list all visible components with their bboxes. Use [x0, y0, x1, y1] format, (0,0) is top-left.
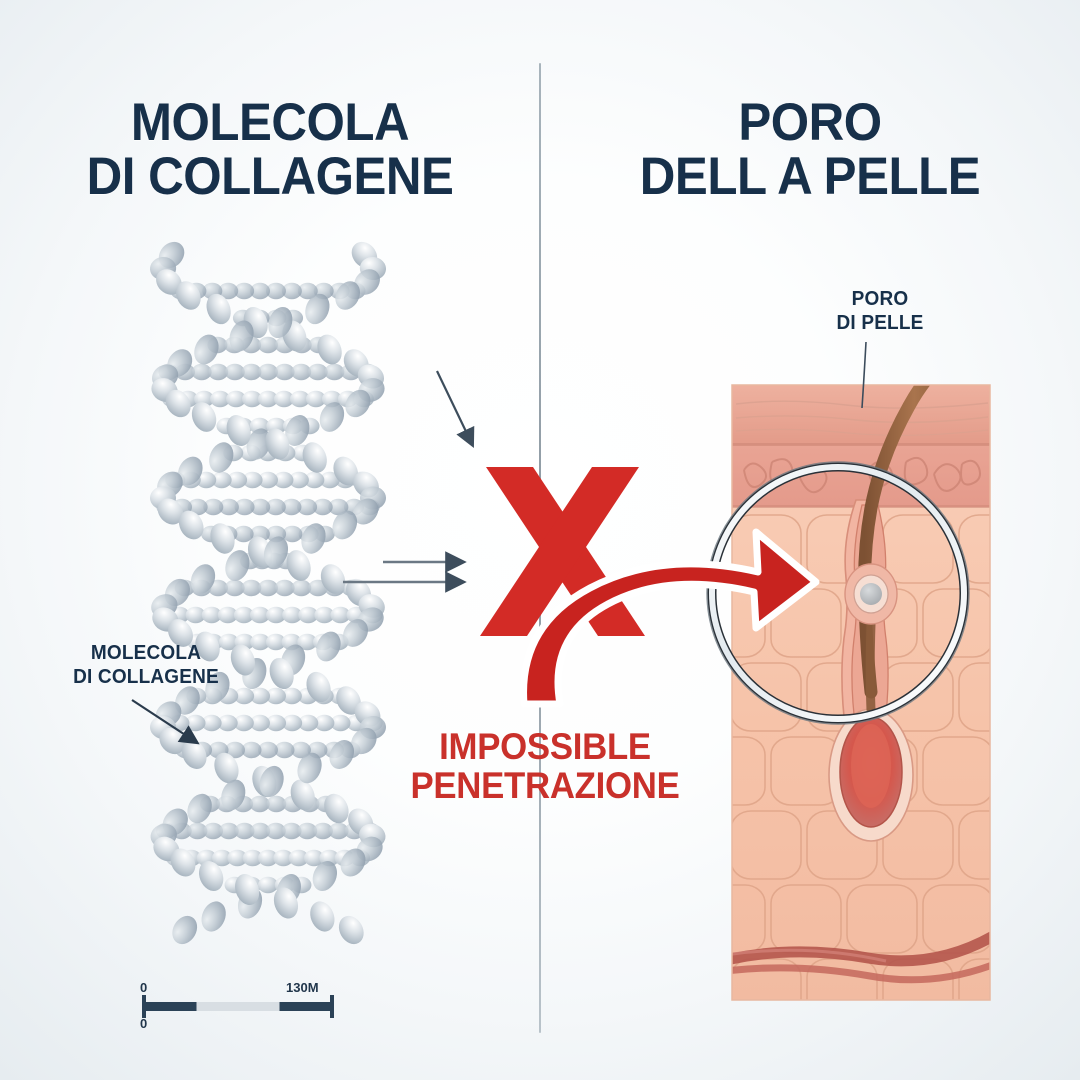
page-title-right: PORO DELL A PELLE — [639, 93, 981, 207]
vertical-divider — [539, 63, 541, 1033]
scale-bar-label-end: 130M — [286, 980, 319, 995]
pore-leader-line — [861, 341, 867, 409]
callout-label-pore: PORO DI PELLE — [836, 288, 924, 334]
cross-mark-icon — [480, 467, 645, 636]
magnifier-lens — [706, 461, 970, 725]
scale-bar-cap-right — [330, 995, 334, 1018]
callout-label-molecule: MOLECOLA DI COLLAGENE — [73, 642, 219, 688]
scale-bar: 0 0 130M — [138, 980, 338, 1034]
scale-bar-cap-left — [142, 995, 146, 1018]
arrow-molecule-callout — [131, 699, 200, 745]
scale-bar-label-start-bottom: 0 — [140, 1016, 148, 1031]
scale-bar-label-start-top: 0 — [140, 980, 148, 995]
arrow-diagonal — [436, 370, 475, 448]
arrow-curved-red — [520, 528, 820, 708]
status-text-impossible: IMPOSSIBLE PENETRAZIONE — [410, 726, 680, 807]
scale-bar-track — [144, 1002, 332, 1011]
page-title-left: MOLECOLA DI COLLAGENE — [86, 93, 454, 207]
